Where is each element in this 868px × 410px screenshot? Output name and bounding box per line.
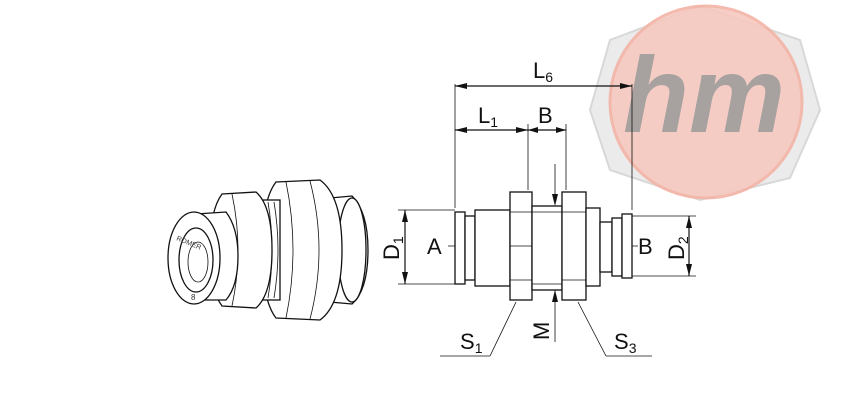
- end-a-label: A: [427, 234, 442, 259]
- dim-l6-arrow-right: [620, 83, 632, 89]
- dim-d1-arrow-top: [402, 210, 408, 222]
- left-collet: [454, 211, 466, 285]
- dim-l1-arrow-left: [455, 127, 467, 133]
- dim-m-arrow-top: [552, 194, 558, 206]
- product-bore: [187, 241, 209, 283]
- right-collet-shoulder: [611, 217, 623, 277]
- dim-m-arrow-bottom: [552, 290, 558, 302]
- dim-l6-label: L6: [533, 58, 553, 85]
- dim-d2-label: D2: [664, 236, 691, 260]
- dim-s3-label: S3: [614, 329, 637, 356]
- right-neck: [599, 221, 613, 273]
- s1-leader-diag: [489, 301, 517, 357]
- product-rear-nut-edge: [285, 181, 294, 319]
- side-view-drawing: L6 L1 B D1 A B D2: [379, 58, 696, 357]
- dim-l1-arrow-right: [516, 127, 528, 133]
- dim-s1-label: S1: [460, 329, 483, 356]
- product-collet-ring: [178, 227, 214, 293]
- left-collet-shoulder: [464, 215, 476, 281]
- watermark-text: hm: [623, 34, 785, 155]
- dim-b-arrow-left: [528, 127, 538, 133]
- thread-m: [531, 205, 563, 291]
- end-b-label: B: [638, 234, 653, 259]
- left-body: [474, 209, 511, 287]
- dim-d2-arrow-bottom: [686, 264, 692, 276]
- watermark-logo: hm: [588, 4, 822, 202]
- nut-s3: [561, 191, 587, 301]
- product-rear-nut-edge2: [309, 180, 320, 320]
- s3-leader-diag: [577, 301, 607, 357]
- product-3d-view: ROMER 8: [167, 179, 369, 321]
- dim-b-arrow-right: [556, 127, 566, 133]
- dim-l1-label: L1: [478, 103, 498, 130]
- dim-l6-arrow-left: [455, 83, 467, 89]
- dim-d2-arrow-top: [686, 216, 692, 228]
- dim-m-label: M: [529, 322, 554, 340]
- dim-d1-arrow-bottom: [402, 272, 408, 284]
- dim-d1-label: D1: [379, 236, 406, 260]
- watermark-circle: [608, 4, 804, 200]
- dim-b-top-label: B: [538, 103, 553, 128]
- right-body: [585, 207, 601, 287]
- right-collet: [621, 213, 633, 279]
- product-size-mark: 8: [191, 293, 196, 302]
